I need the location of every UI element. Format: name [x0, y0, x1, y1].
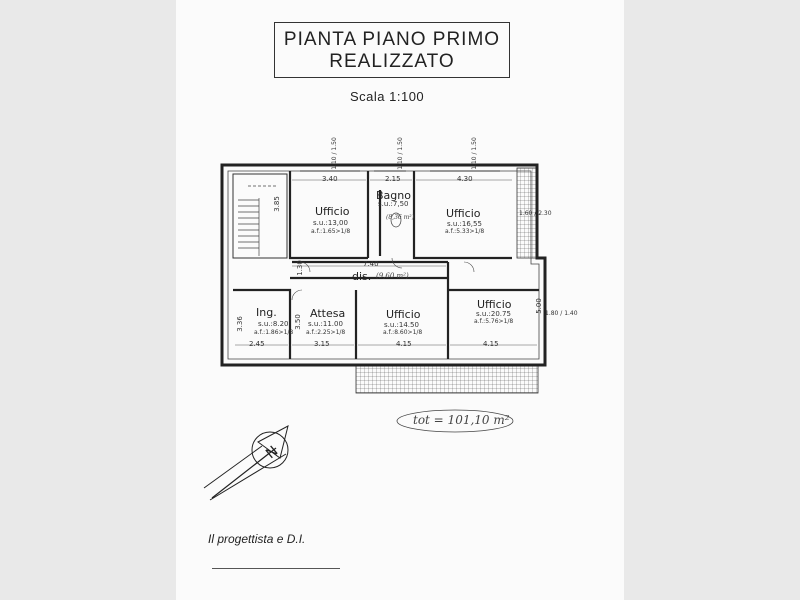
room-ufficio-1-su: s.u.:13,00	[313, 219, 348, 227]
total-oval	[396, 409, 514, 433]
designer-label: Il progettista e D.I.	[208, 532, 306, 546]
wc-fixture	[390, 212, 402, 228]
room-bagno-su: s.u.:7,50	[378, 200, 409, 208]
title-box: PIANTA PIANO PRIMO REALIZZATO	[274, 22, 510, 78]
dim-label: 1.30	[295, 260, 304, 276]
dim-label: 4.30	[457, 175, 473, 183]
dim-label: 1.80 / 1.40	[545, 310, 578, 317]
dim-label: 1.10 / 1.50	[470, 137, 478, 170]
balcony-bottom	[355, 364, 539, 394]
dim-label: 4.15	[396, 340, 412, 348]
dim-label: 1.10 / 1.50	[330, 137, 338, 170]
room-ufficio-4-su: s.u.:20.75	[476, 310, 511, 318]
dim-label: 2.15	[385, 175, 401, 183]
outer-wall	[220, 163, 547, 367]
room-attesa-name: Attesa	[310, 307, 346, 320]
room-ufficio-3-af: a.f.:8.60>1/8	[383, 329, 423, 336]
dim-label: 3.85	[272, 196, 281, 212]
room-ufficio-4-af: a.f.:5.76>1/8	[474, 318, 514, 325]
title-line-2: REALIZZATO	[329, 51, 455, 72]
room-ing-name: Ing.	[256, 306, 277, 319]
room-ufficio-1-name: Ufficio	[315, 205, 350, 218]
svg-text:N: N	[263, 443, 281, 462]
total-area: tot = 101,10 m²	[413, 413, 510, 427]
title-line-1: PIANTA PIANO PRIMO	[283, 29, 501, 50]
room-ufficio-3-name: Ufficio	[386, 308, 421, 321]
dim-label: 5.00	[534, 298, 543, 314]
document-sheet	[176, 0, 624, 600]
room-bagno-name: Bagno	[376, 189, 411, 202]
room-ing-af: a.f.:1.86>1/8	[254, 329, 294, 336]
room-ufficio-2-name: Ufficio	[446, 207, 481, 220]
dim-label: 1.60 / 2.30	[519, 210, 552, 217]
room-attesa-su: s.u.:11.00	[308, 320, 343, 328]
dim-label: 3.36	[235, 316, 244, 332]
dim-label: 3.40	[322, 175, 338, 183]
room-dis-note: (9,60 m²)	[376, 272, 409, 280]
scale-label: Scala 1:100	[350, 89, 425, 104]
dim-label: 3.50	[293, 314, 302, 330]
room-ufficio-2-af: a.f.:5.33>1/8	[445, 228, 485, 235]
room-dis-name: dis.	[352, 270, 372, 283]
dim-label: 7.40	[363, 260, 379, 268]
signature-line	[212, 568, 340, 569]
room-ufficio-1-af: a.f.:1.65>1/8	[311, 228, 351, 235]
dim-label: 3.15	[314, 340, 330, 348]
room-bagno-note: (8,36 m²)	[386, 214, 415, 221]
dim-label: 2.45	[249, 340, 265, 348]
dim-label: 1.10 / 1.50	[396, 137, 404, 170]
room-ing-su: s.u.:8.20	[258, 320, 289, 328]
room-attesa-af: a.f.:2.25>1/8	[306, 329, 346, 336]
stair	[232, 173, 288, 259]
room-ufficio-2-su: s.u.:16,55	[447, 220, 482, 228]
room-ufficio-4-name: Ufficio	[477, 298, 512, 311]
north-arrow-icon: N	[203, 425, 289, 501]
dim-label: 4.15	[483, 340, 499, 348]
room-ufficio-3-su: s.u.:14.50	[384, 321, 419, 329]
